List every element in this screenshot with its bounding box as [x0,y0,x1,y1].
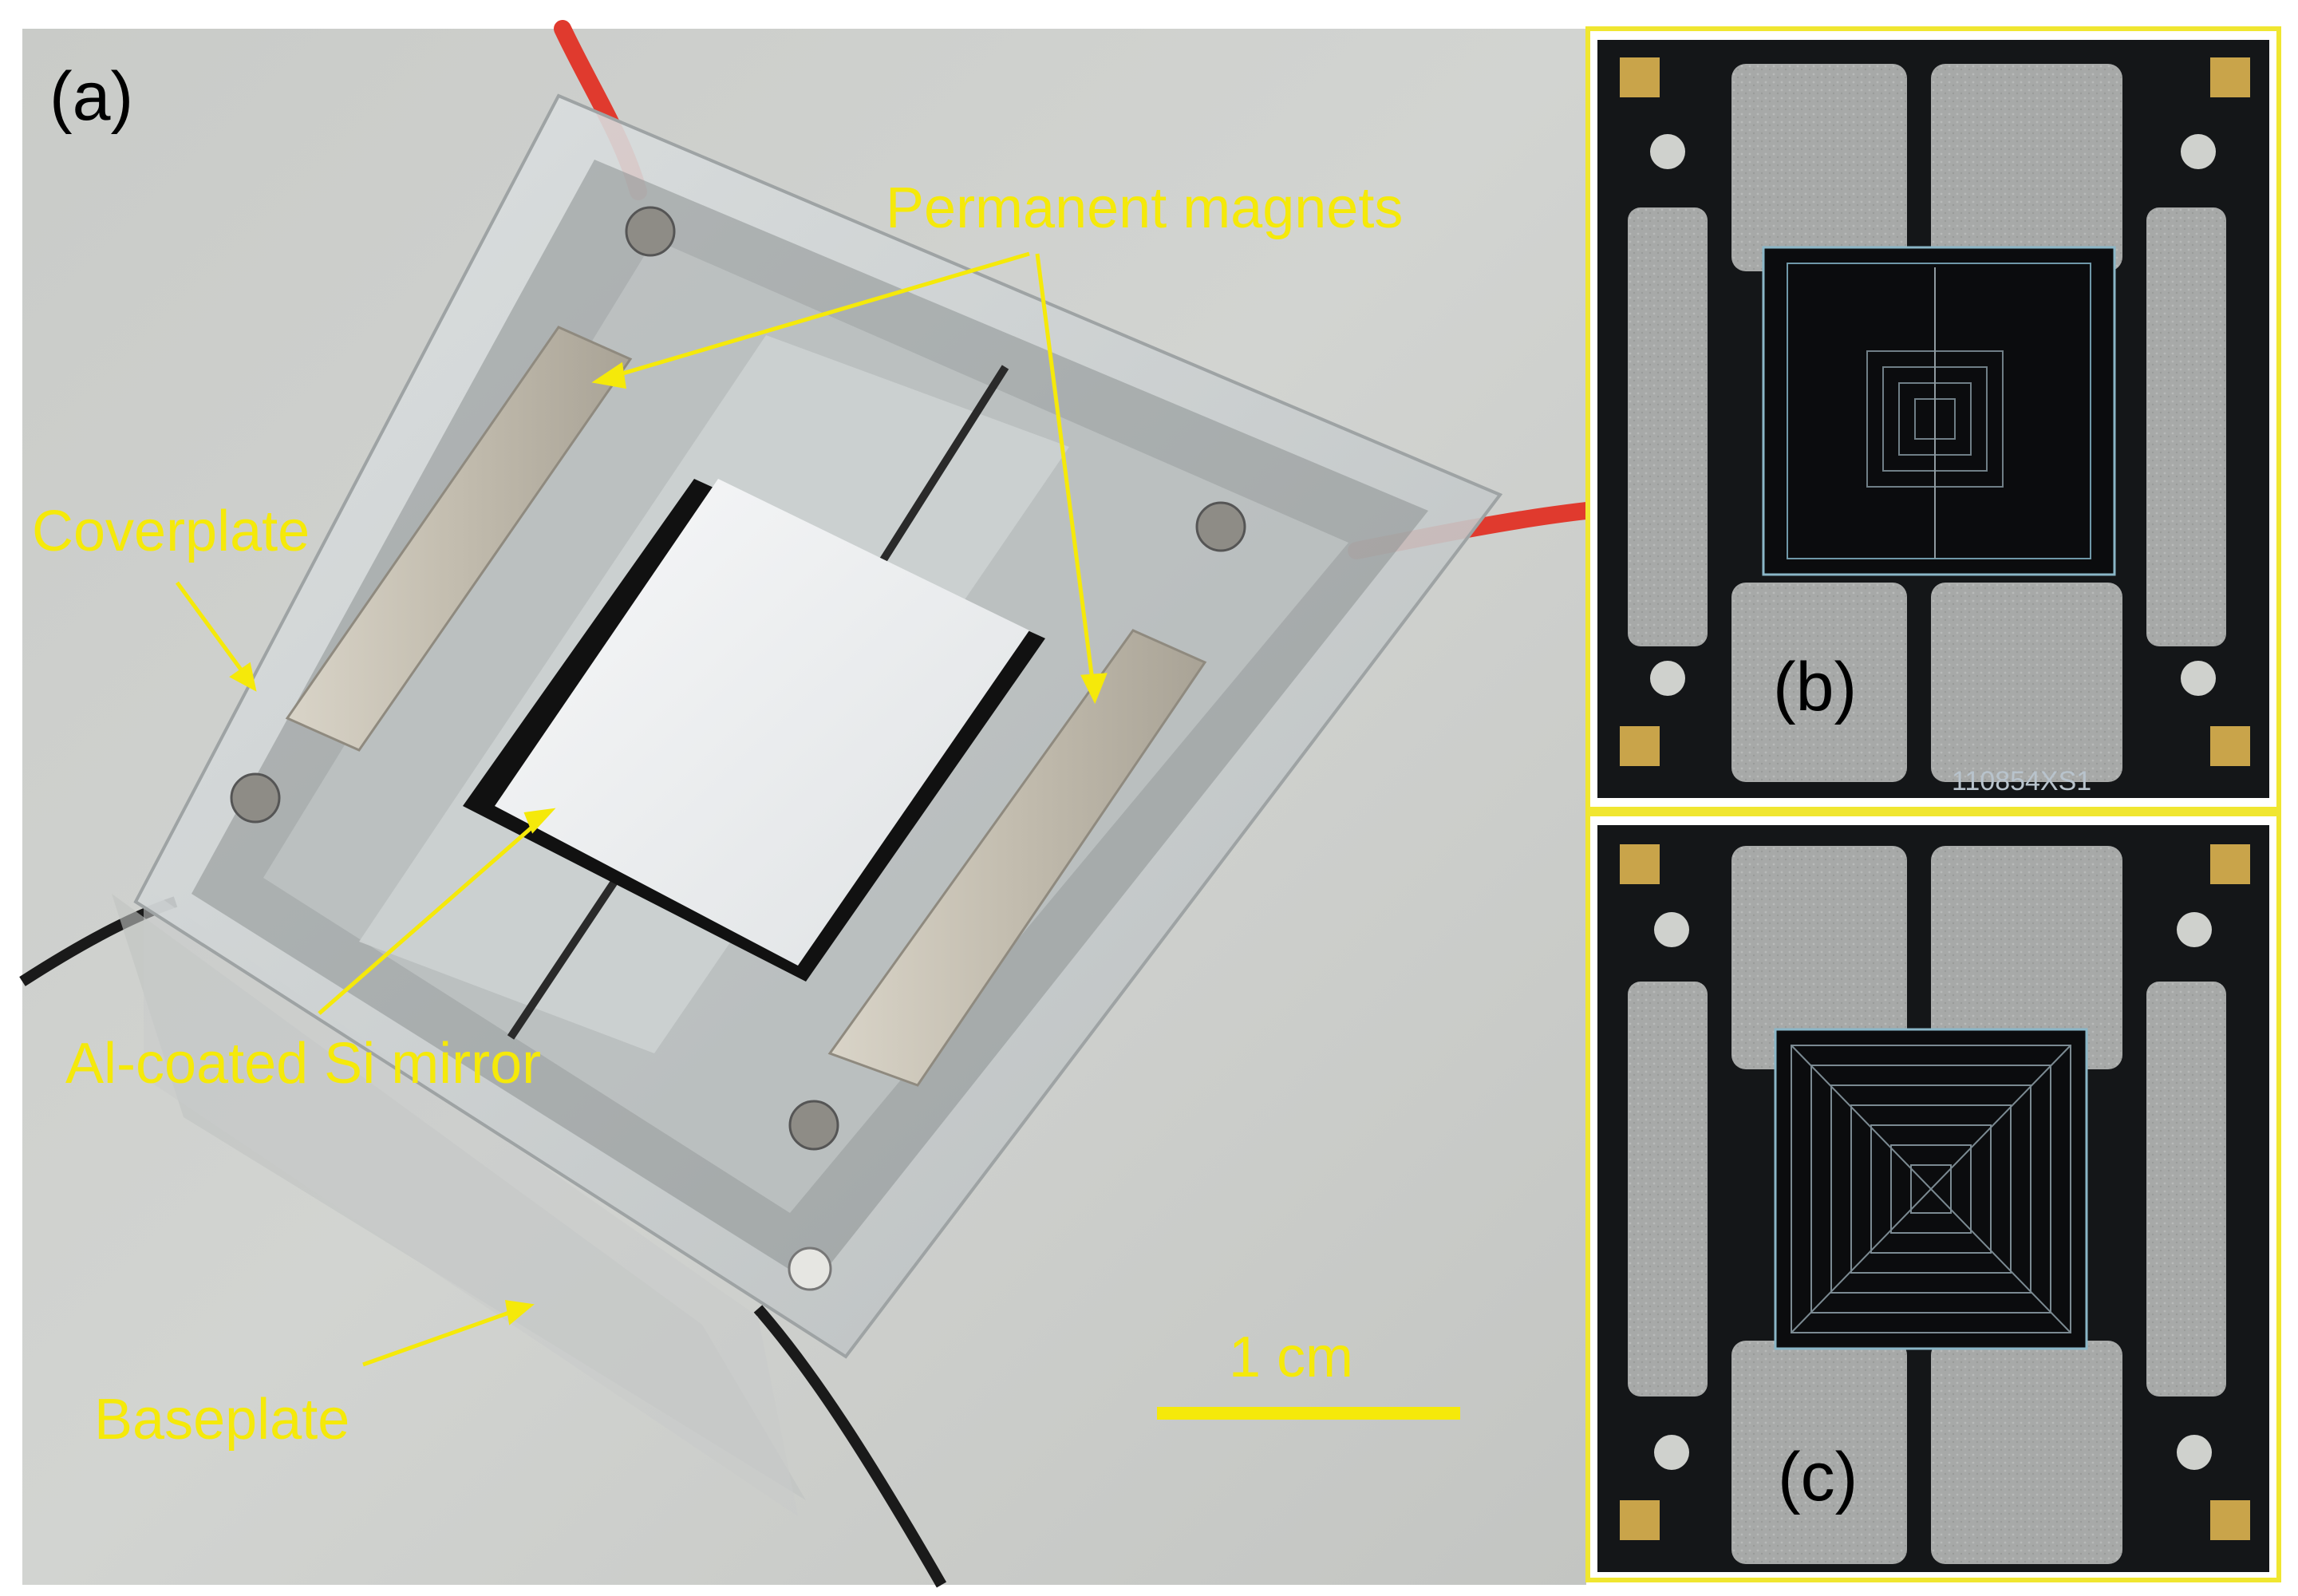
magnet-left [285,326,633,752]
screw-icon [230,206,1246,1291]
label-permanent-magnets: Permanent magnets [886,176,1403,240]
panel-c-tag: (c) [1778,1439,1858,1515]
panel-b-tag: (b) [1773,649,1857,725]
panel-a-tag: (a) [49,58,133,135]
label-baseplate: Baseplate [94,1388,349,1452]
label-coverplate: Coverplate [32,500,310,563]
black-wire-bottom [753,1305,947,1588]
magnet-right [827,629,1207,1087]
annotation-arrows [175,251,1108,1367]
label-mirror: Al-coated Si mirror [65,1032,541,1096]
scale-bar-label: 1 cm [1229,1325,1353,1389]
pcb-serial: 110854XS1 [1952,766,2091,796]
panel-c-pcb: (c) [1585,812,2281,1582]
panel-a-photo: (a) Permanent magnets Coverplate Al-coat… [19,20,1595,1588]
scale-bar [1157,1407,1460,1420]
mirror-surface [495,479,1029,966]
panel-b-pcb: (b) 110854XS1 [1585,26,2281,812]
